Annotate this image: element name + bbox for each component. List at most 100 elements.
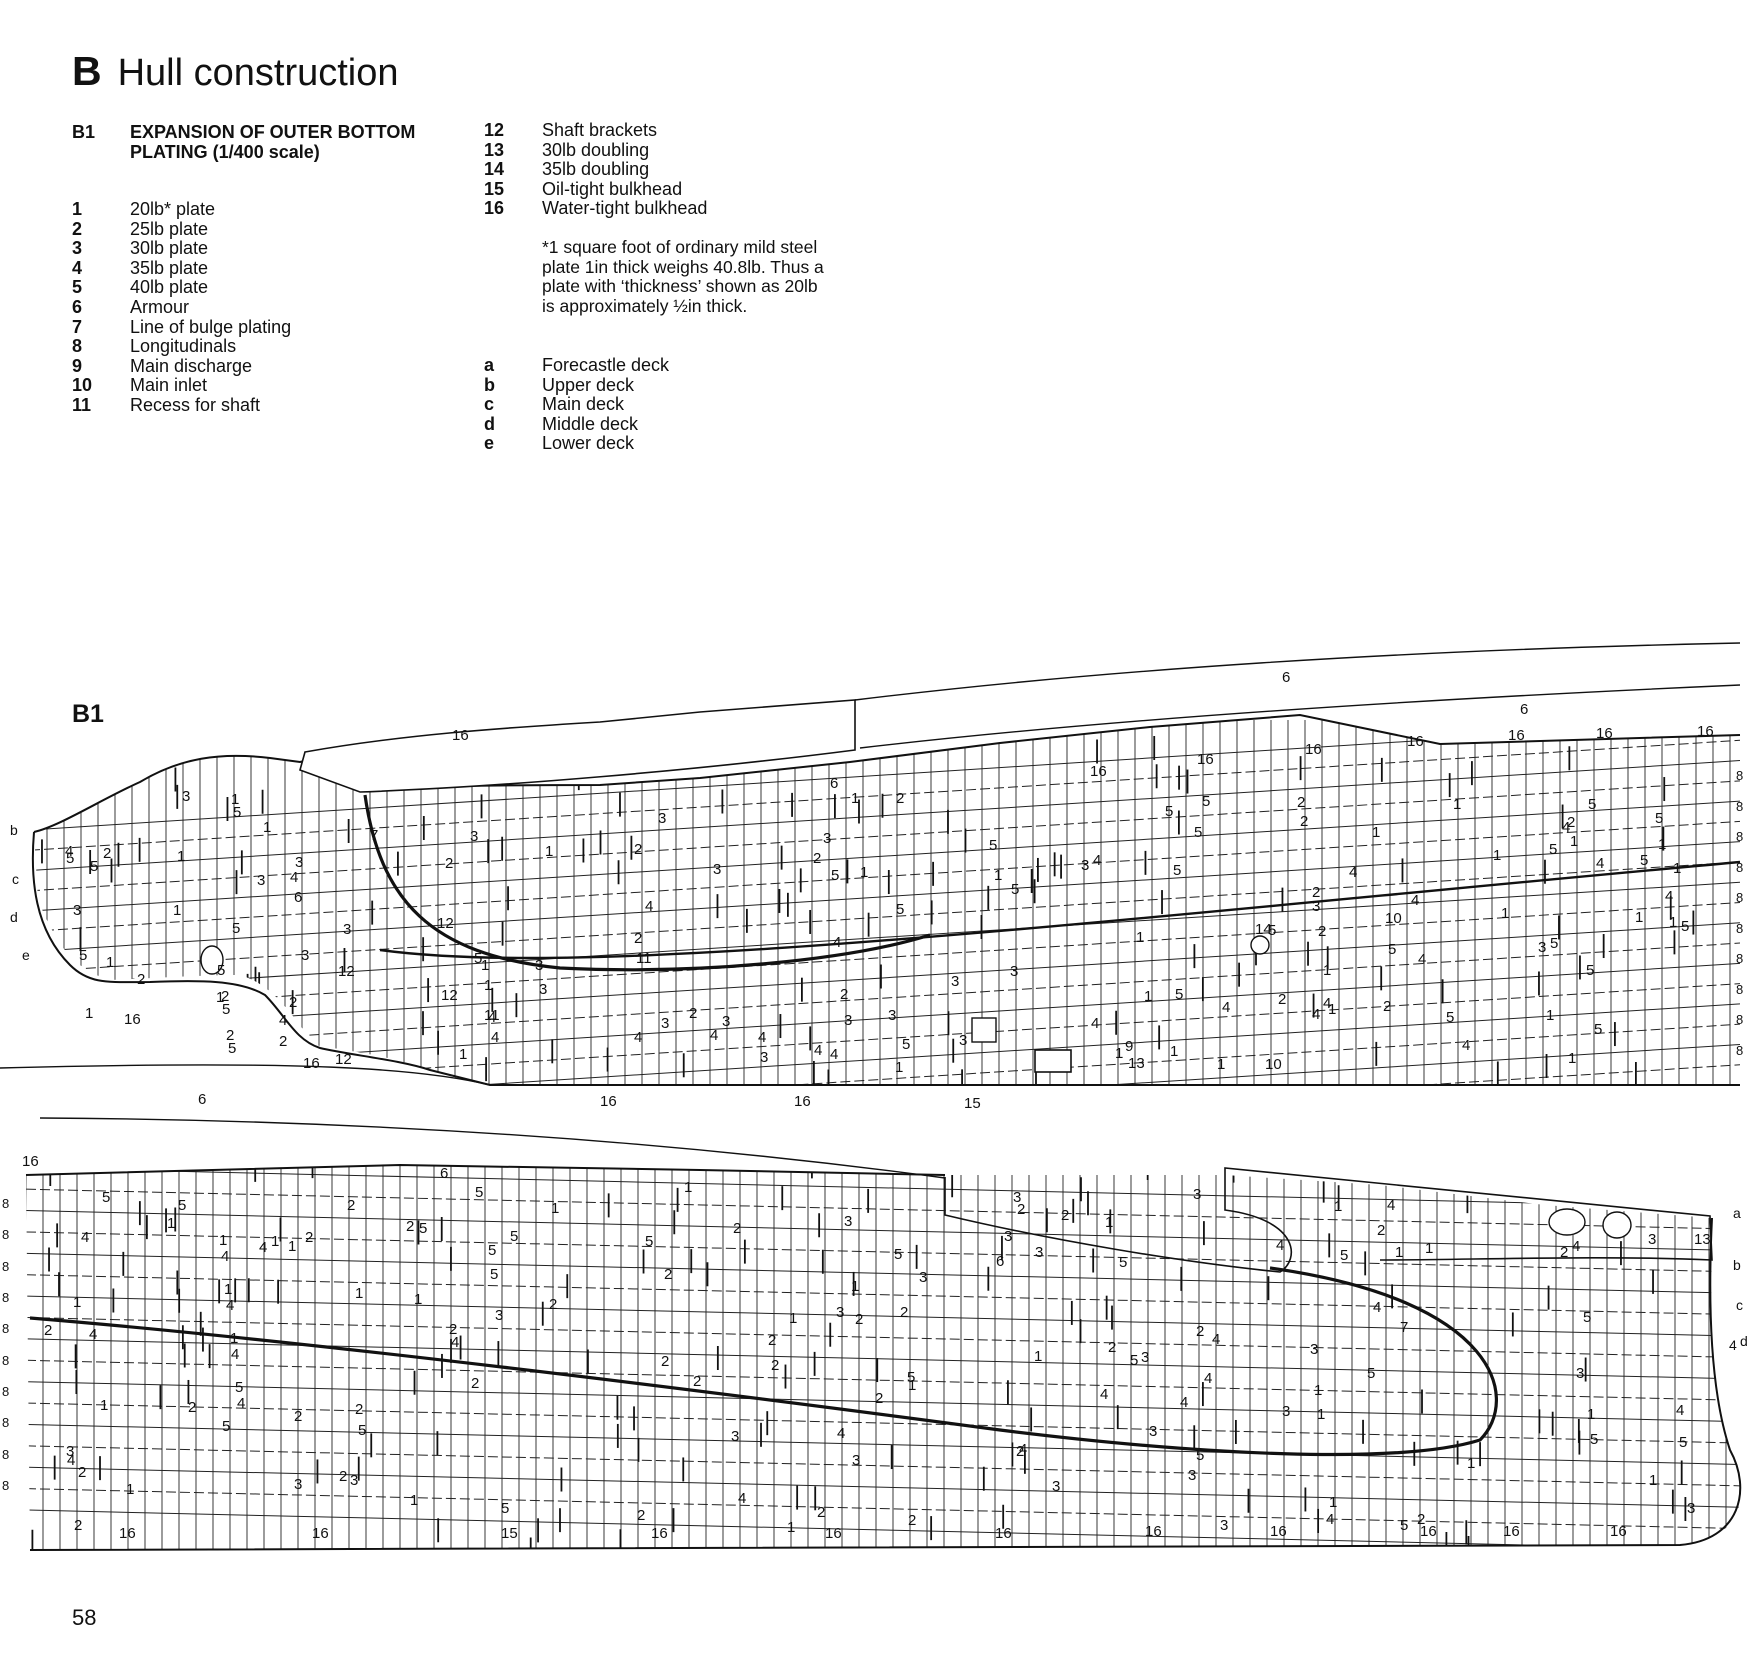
plate-number: 4 xyxy=(1676,1402,1684,1419)
plate-number: 2 xyxy=(875,1390,883,1407)
plate-number: 3 xyxy=(823,830,831,847)
plate-number: 3 xyxy=(844,1012,852,1029)
svg-text:7: 7 xyxy=(370,827,378,844)
main-inlet-box xyxy=(971,1017,997,1043)
forecastle-plating xyxy=(944,1167,1713,1273)
plate-number: 2 xyxy=(188,1399,196,1416)
main-discharge-ring xyxy=(1250,935,1270,955)
svg-text:13: 13 xyxy=(1128,1055,1145,1072)
plate-number: 1 xyxy=(263,819,271,836)
plate-number: 1 xyxy=(851,1278,859,1295)
plate-number: 3 xyxy=(1576,1365,1584,1382)
key-number: 8 xyxy=(72,336,83,357)
key-number: 16 xyxy=(484,198,505,219)
plate-number: 4 xyxy=(81,1229,89,1246)
plate-number: 4 xyxy=(833,934,841,951)
plate-number: 4 xyxy=(1091,1015,1099,1032)
key-text: 40lb plate xyxy=(130,277,209,298)
plate-number: 4 xyxy=(645,898,653,915)
plate-number: 3 xyxy=(836,1304,844,1321)
plate-number: 1 xyxy=(1136,929,1144,946)
plate-number: 5 xyxy=(488,1242,496,1259)
plate-number: 2 xyxy=(896,790,904,807)
plate-number: 1 xyxy=(1673,860,1681,877)
longitudinal-tick: 8 xyxy=(1736,768,1743,783)
plate-number: 5 xyxy=(501,1500,509,1517)
plate-number: 2 xyxy=(817,1504,825,1521)
svg-text:16: 16 xyxy=(1420,1523,1437,1540)
plate-number: 2 xyxy=(1196,1323,1204,1340)
plate-number: 1 xyxy=(224,1281,232,1298)
plate-number: 5 xyxy=(645,1233,653,1250)
key-number: 11 xyxy=(72,394,92,415)
plate-number: 5 xyxy=(90,858,98,875)
upper-deck-ticks: b c d e xyxy=(10,822,30,963)
svg-text:6: 6 xyxy=(1520,701,1528,718)
svg-text:6: 6 xyxy=(996,1253,1004,1270)
plate-number: 1 xyxy=(1317,1406,1325,1423)
plate-number: 5 xyxy=(1173,862,1181,879)
lower-bulge-line xyxy=(29,1266,1499,1457)
plate-number: 1 xyxy=(1425,1240,1433,1257)
plate-number: 5 xyxy=(235,1379,243,1396)
svg-text:16: 16 xyxy=(1197,751,1214,768)
plate-number: 3 xyxy=(1188,1467,1196,1484)
plate-number: 1 xyxy=(1546,1007,1554,1024)
plate-number: 3 xyxy=(951,973,959,990)
plate-number: 1 xyxy=(551,1200,559,1217)
key-text: Line of bulge plating xyxy=(130,316,292,337)
key-text: 35lb doubling xyxy=(542,159,650,180)
key-text: Armour xyxy=(130,296,190,317)
plate-number: 5 xyxy=(1446,1009,1454,1026)
armour-upper-edge xyxy=(854,642,1741,701)
plate-number: 2 xyxy=(1017,1201,1025,1218)
plate-number: 4 xyxy=(738,1490,746,1507)
plate-number: 4 xyxy=(1572,1238,1580,1255)
svg-text:15: 15 xyxy=(501,1525,518,1542)
plate-number: 2 xyxy=(1108,1339,1116,1356)
plate-number: 1 xyxy=(851,790,859,807)
plate-number: 5 xyxy=(1194,824,1202,841)
plate-number: 1 xyxy=(1658,836,1666,853)
plate-number: 1 xyxy=(1329,1494,1337,1511)
key-text: 30lb doubling xyxy=(542,139,650,160)
svg-text:c: c xyxy=(12,871,19,887)
plate-number: 5 xyxy=(896,901,904,918)
plate-number: 3 xyxy=(1141,1349,1149,1366)
svg-text:16: 16 xyxy=(1145,1523,1162,1540)
lower-plate-labels: 2212113542524311434135344354144412433525… xyxy=(44,1179,1695,1536)
svg-text:13: 13 xyxy=(1694,1231,1711,1248)
plate-number: 2 xyxy=(78,1464,86,1481)
plate-number: 4 xyxy=(1019,1441,1027,1458)
plate-number: 3 xyxy=(539,981,547,998)
plate-number: 1 xyxy=(1635,909,1643,926)
plate-number: 5 xyxy=(1400,1517,1408,1534)
plate-number: 2 xyxy=(908,1512,916,1529)
plate-number: 2 xyxy=(103,845,111,862)
key-number: 5 xyxy=(72,277,83,298)
plate-number: 1 xyxy=(1568,1050,1576,1067)
lower-sheer-line xyxy=(25,1163,946,1176)
plate-number: 5 xyxy=(233,804,241,821)
svg-text:16: 16 xyxy=(1305,741,1322,758)
svg-text:11: 11 xyxy=(636,950,652,967)
plate-number: 3 xyxy=(844,1213,852,1230)
longitudinal-tick: 8 xyxy=(2,1478,9,1493)
plate-number: 1 xyxy=(1395,1244,1403,1261)
plate-number: 1 xyxy=(1587,1406,1595,1423)
plate-number: 5 xyxy=(222,1418,230,1435)
svg-text:16: 16 xyxy=(794,1093,811,1110)
longitudinal-tick: 8 xyxy=(1736,890,1743,905)
plate-number: 5 xyxy=(66,850,74,867)
svg-text:7: 7 xyxy=(1400,1319,1408,1336)
upper-keel-line xyxy=(31,831,1740,1086)
plate-number: 5 xyxy=(1590,1431,1598,1448)
